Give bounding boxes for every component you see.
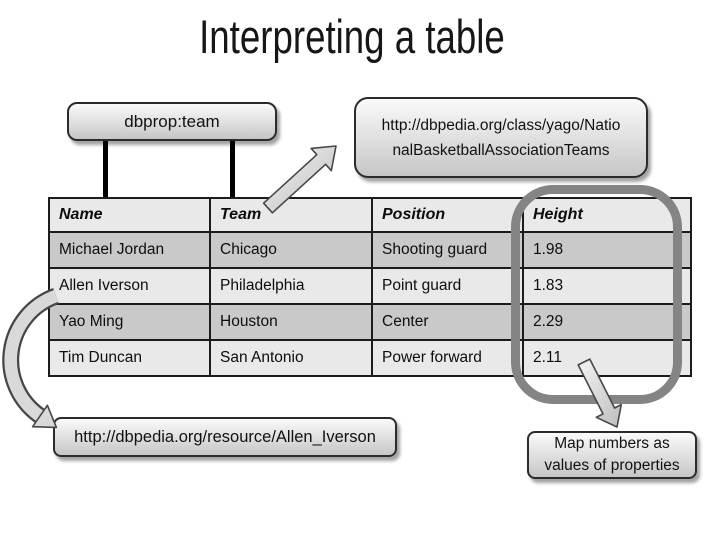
cell-team: Houston <box>209 303 373 341</box>
table-row: Allen Iverson Philadelphia Point guard 1… <box>48 267 692 305</box>
cell-height: 2.29 <box>522 303 692 341</box>
cell-team: San Antonio <box>209 339 373 377</box>
connector-line-team-column <box>230 141 235 198</box>
connector-line-name-column <box>103 141 108 198</box>
cell-position: Shooting guard <box>371 231 524 269</box>
cell-position: Center <box>371 303 524 341</box>
map-note-line1: Map numbers as <box>554 435 670 452</box>
column-header-position: Position <box>371 197 524 233</box>
cell-name: Allen Iverson <box>48 267 211 305</box>
cell-team: Philadelphia <box>209 267 373 305</box>
class-uri-line1: http://dbpedia.org/class/yago/Natio <box>381 116 621 134</box>
class-uri-node: http://dbpedia.org/class/yago/Natio nalB… <box>354 97 648 178</box>
table-row: Tim Duncan San Antonio Power forward 2.1… <box>48 339 692 377</box>
cell-name: Yao Ming <box>48 303 211 341</box>
class-uri-line2: nalBasketballAssociationTeams <box>392 141 610 159</box>
slide-title: Interpreting a table <box>0 10 712 63</box>
cell-height: 1.98 <box>522 231 692 269</box>
cell-name: Michael Jordan <box>48 231 211 269</box>
table-row: Yao Ming Houston Center 2.29 <box>48 303 692 341</box>
cell-name: Tim Duncan <box>48 339 211 377</box>
cell-team: Chicago <box>209 231 373 269</box>
cell-position: Power forward <box>371 339 524 377</box>
slide-title-text: Interpreting a table <box>199 10 505 63</box>
cell-position: Point guard <box>371 267 524 305</box>
players-table: Name Team Position Height Michael Jordan… <box>48 197 692 377</box>
height-column-highlight <box>511 185 682 404</box>
column-header-team: Team <box>209 197 373 233</box>
map-note-line2: values of properties <box>544 457 680 474</box>
resource-uri-label: http://dbpedia.org/resource/Allen_Iverso… <box>74 427 376 446</box>
column-header-name: Name <box>48 197 211 233</box>
table-row: Michael Jordan Chicago Shooting guard 1.… <box>48 231 692 269</box>
map-note-node: Map numbers as values of properties <box>527 431 697 479</box>
resource-uri-node: http://dbpedia.org/resource/Allen_Iverso… <box>53 417 397 457</box>
dbprop-team-node: dbprop:team <box>67 102 277 141</box>
cell-height: 1.83 <box>522 267 692 305</box>
dbprop-team-label: dbprop:team <box>124 111 220 131</box>
